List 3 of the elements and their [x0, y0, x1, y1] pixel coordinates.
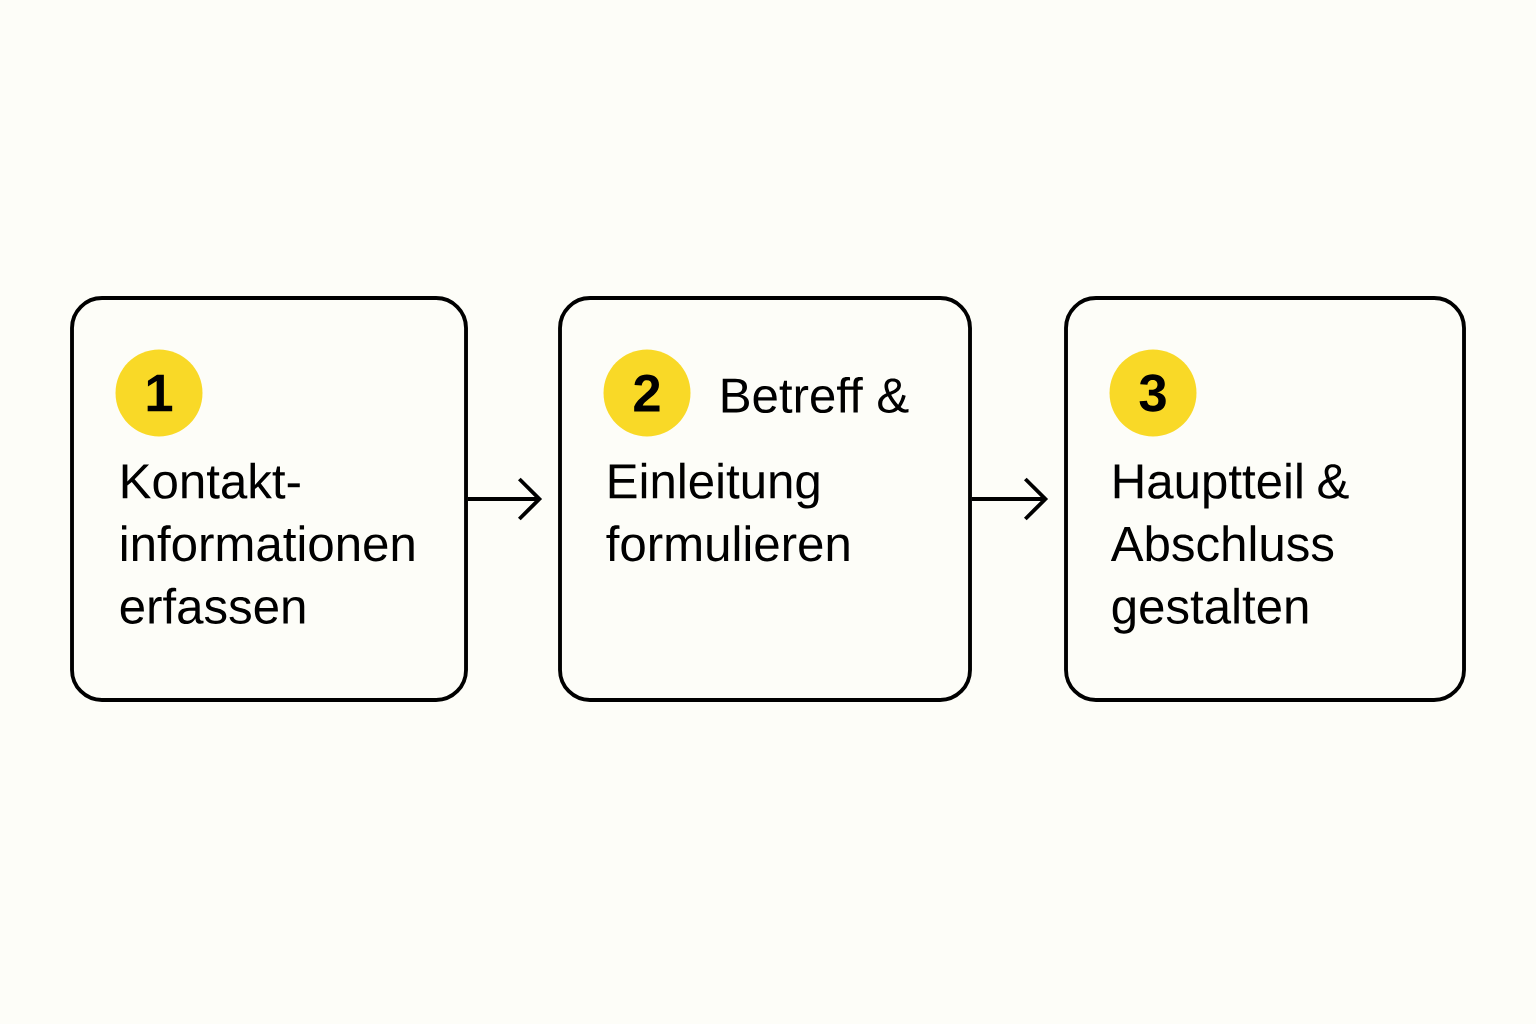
number-badge: 2: [603, 349, 691, 437]
number-badge: 1: [115, 349, 203, 437]
number-badge: 3: [1109, 349, 1197, 437]
